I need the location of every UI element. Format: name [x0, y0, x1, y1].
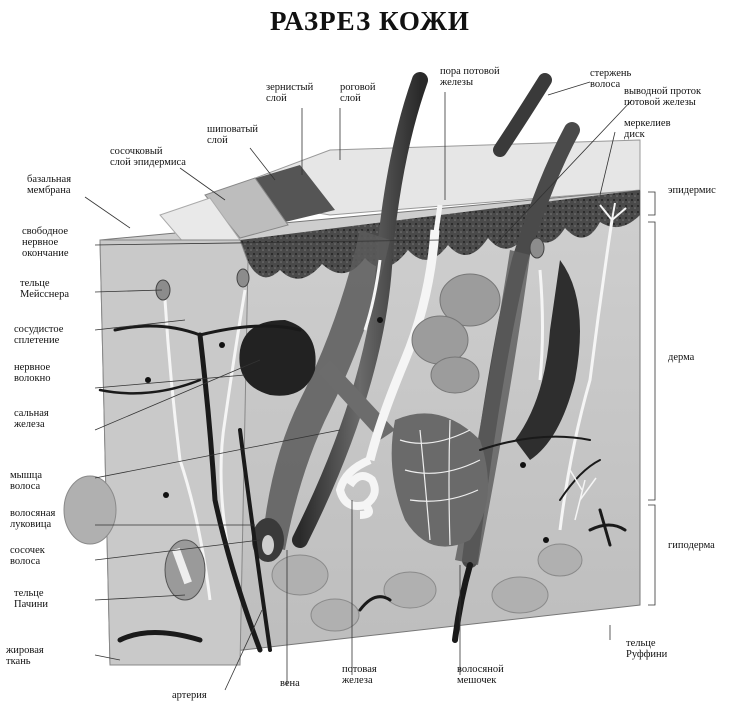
label-epidermis: эпидермис [668, 185, 716, 196]
right-follicle-dark [515, 260, 580, 460]
gland-lobes [411, 273, 501, 394]
arrector-pili-muscle [318, 360, 395, 440]
diagram-title: РАЗРЕЗ КОЖИ [270, 6, 470, 36]
label-artery: артерия [172, 690, 207, 701]
sweat-gland-duct [365, 229, 440, 462]
sebaceous-gland [239, 320, 316, 396]
leader-lines [84, 81, 656, 691]
vessel-dots [145, 317, 549, 543]
merkel-disc-endings [599, 202, 627, 221]
sweat-duct-pore [433, 204, 443, 233]
label-hypodermis: гиподерма [668, 540, 715, 551]
hair-sac-network [391, 413, 488, 547]
ruffini-endings [569, 469, 597, 521]
hair-follicle [262, 230, 390, 550]
sweat-gland-coil [335, 456, 379, 519]
label-vein: вена [280, 678, 300, 689]
fat-lobules [63, 475, 583, 632]
meissner-corpuscles [155, 237, 545, 301]
label-dermis: дерма [668, 352, 695, 363]
stratum-corneum-flap [250, 165, 335, 222]
